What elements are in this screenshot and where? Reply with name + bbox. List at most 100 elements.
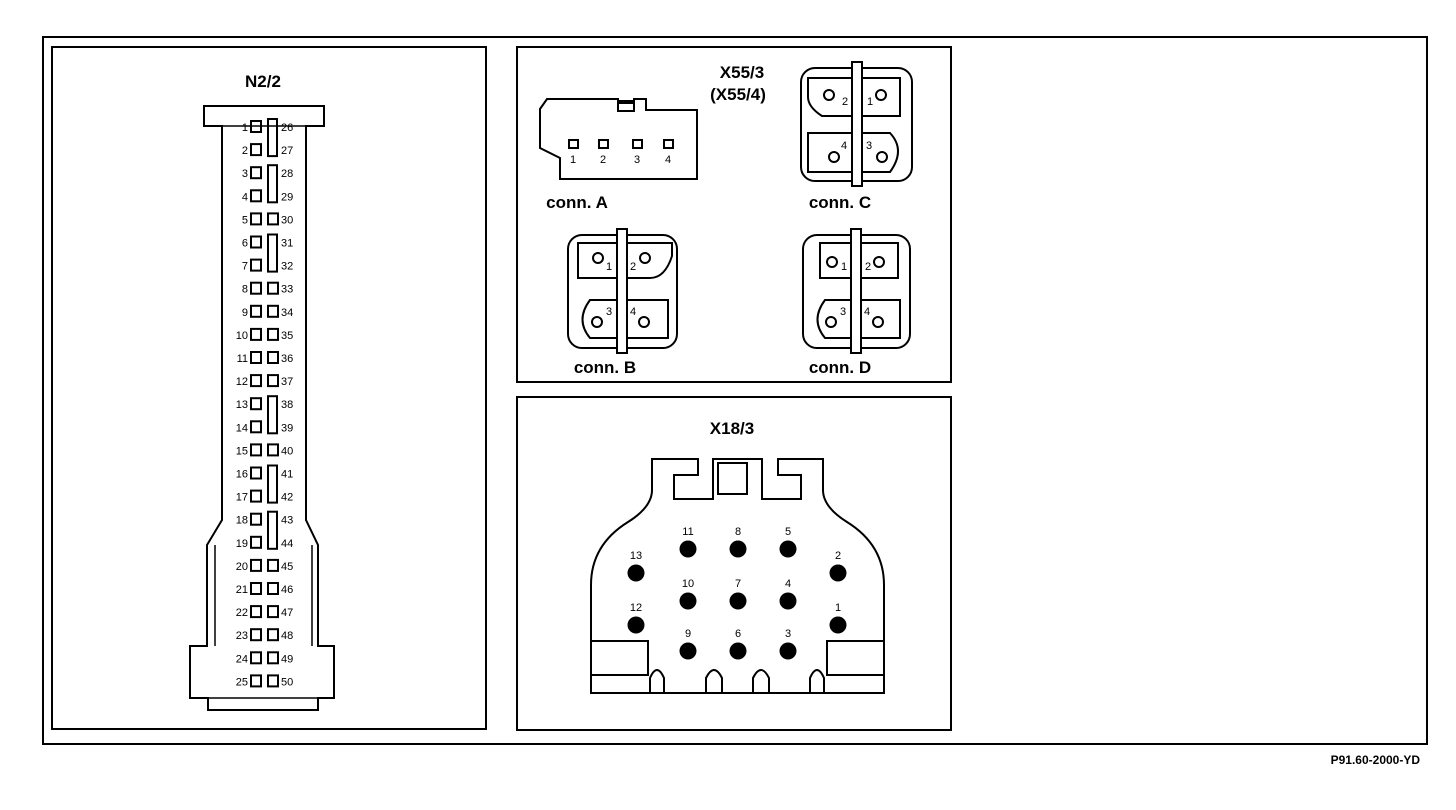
n2-2-pin-box-left [250, 466, 262, 480]
conn-c-pin-3: 3 [866, 140, 872, 152]
conn-b-label: conn. B [574, 358, 636, 377]
conn-c-hole-2 [823, 89, 835, 101]
n2-2-pin-right: 31 [281, 238, 293, 250]
n2-2-pin-left: 17 [236, 492, 248, 504]
conn-d-pin-1: 1 [841, 261, 847, 273]
conn-c-hole-1 [875, 89, 887, 101]
conn-a-pin-4: 4 [665, 154, 671, 166]
n2-2-pin-right: 38 [281, 399, 293, 411]
conn-d-pin-4: 4 [864, 306, 870, 318]
n2-2-pin-box-left [250, 397, 262, 411]
n2-2-pin-box-left [250, 605, 262, 619]
x55-title: X55/3 [720, 63, 764, 82]
x18-3-slot-4 [809, 669, 825, 693]
x18-3-connector-outline [590, 458, 885, 694]
conn-d-pin-2: 2 [865, 261, 871, 273]
n2-2-pin-box-right [267, 558, 279, 572]
conn-a-pin-box-3 [632, 139, 643, 149]
n2-2-pin-box-left [250, 166, 262, 180]
x18-3-pin-label: 5 [785, 526, 791, 538]
x18-3-pin-label: 12 [630, 602, 642, 614]
n2-2-pin-left: 7 [242, 261, 248, 273]
n2-2-pin-right: 29 [281, 191, 293, 203]
n2-2-pin-box-left [250, 489, 262, 503]
n2-2-pin-right: 36 [281, 353, 293, 365]
n2-2-pin-right: 27 [281, 145, 293, 157]
conn-d-hole-2 [873, 256, 885, 268]
x18-3-pin-dot [779, 592, 797, 610]
n2-2-pin-box-left [250, 420, 262, 434]
n2-2-pin-left: 24 [236, 653, 248, 665]
x18-3-pin-dot [627, 564, 645, 582]
conn-b: 1 2 3 4 conn. B [567, 228, 678, 377]
n2-2-pin-slot-right [267, 164, 278, 204]
n2-2-pin-left: 18 [236, 515, 248, 527]
conn-c-divider [851, 61, 863, 187]
n2-2-pin-right: 34 [281, 307, 293, 319]
n2-2-pin-left: 4 [242, 191, 248, 203]
n2-2-pin-box-left [250, 674, 262, 688]
n2-2-pin-box-left [250, 304, 262, 318]
n2-2-pin-box-right [267, 351, 279, 364]
n2-2-pin-left: 9 [242, 307, 248, 319]
n2-2-pin-box-right [267, 443, 279, 457]
x18-3-center-key [717, 462, 748, 495]
n2-2-pin-box-left [250, 558, 262, 572]
n2-2-pin-left: 13 [236, 399, 248, 411]
conn-b-pin-1: 1 [606, 261, 612, 273]
n2-2-pin-box-right [267, 304, 279, 318]
panel-x55: X55/3 (X55/4) 1 2 3 4 conn. A 2 [516, 46, 952, 383]
conn-a: 1 2 3 4 conn. A [539, 98, 698, 212]
x18-3-right-foot [826, 640, 884, 676]
n2-2-pin-box-left [250, 143, 262, 157]
conn-a-pin-1: 1 [570, 154, 576, 166]
n2-2-pin-box-right [267, 281, 279, 295]
outer-frame [42, 36, 1428, 745]
n2-2-pin-right: 26 [281, 122, 293, 134]
n2-2-pin-box-right [267, 628, 279, 642]
conn-d-label: conn. D [809, 358, 871, 377]
x18-3-pin-dot [729, 592, 747, 610]
n2-2-pin-left: 8 [242, 284, 248, 296]
conn-c-label: conn. C [809, 193, 871, 212]
n2-2-pin-left: 1 [242, 122, 248, 134]
n2-2-pin-left: 21 [236, 584, 248, 596]
n2-2-pin-box-left [250, 120, 262, 133]
n2-2-pin-left: 23 [236, 630, 248, 642]
conn-b-hole-4 [638, 316, 650, 328]
n2-2-pin-right: 41 [281, 469, 293, 481]
conn-a-pin-3: 3 [634, 154, 640, 166]
x18-3-pin-dot [779, 540, 797, 558]
n2-2-pin-box-left [250, 582, 262, 595]
x18-3-pin-dot [679, 592, 697, 610]
x18-3-pin-dot [779, 642, 797, 660]
x18-3-pin-label: 1 [835, 602, 841, 614]
conn-d-hole-4 [872, 316, 884, 328]
n2-2-pin-right: 49 [281, 653, 293, 665]
n2-2-pin-box-left [250, 651, 262, 665]
x18-3-pin-label: 9 [685, 628, 691, 640]
n2-2-pin-box-left [250, 235, 262, 249]
conn-b-upper-block [577, 242, 673, 279]
conn-a-label: conn. A [546, 193, 608, 212]
n2-2-pin-left: 14 [236, 422, 248, 434]
n2-2-pin-box-left [250, 212, 262, 226]
conn-a-pin-box-4 [663, 139, 674, 149]
n2-2-pin-right: 37 [281, 376, 293, 388]
x18-3-pin-label: 8 [735, 526, 741, 538]
panel-x18-3-border [516, 396, 952, 731]
n2-2-pin-right: 43 [281, 515, 293, 527]
n2-2-pin-box-right [267, 374, 279, 388]
x18-3-pin-dot [627, 616, 645, 634]
x18-3-pin-label: 10 [682, 578, 694, 590]
conn-b-hole-2 [639, 252, 651, 264]
x18-3-slot-1 [649, 669, 665, 693]
n2-2-pin-right: 45 [281, 561, 293, 573]
conn-a-pin-box-1 [568, 139, 579, 149]
conn-d-pin-3: 3 [840, 306, 846, 318]
n2-2-pin-right: 50 [281, 676, 293, 688]
n2-2-pin-left: 19 [236, 538, 248, 550]
conn-c: 2 1 4 3 conn. C [800, 61, 913, 212]
